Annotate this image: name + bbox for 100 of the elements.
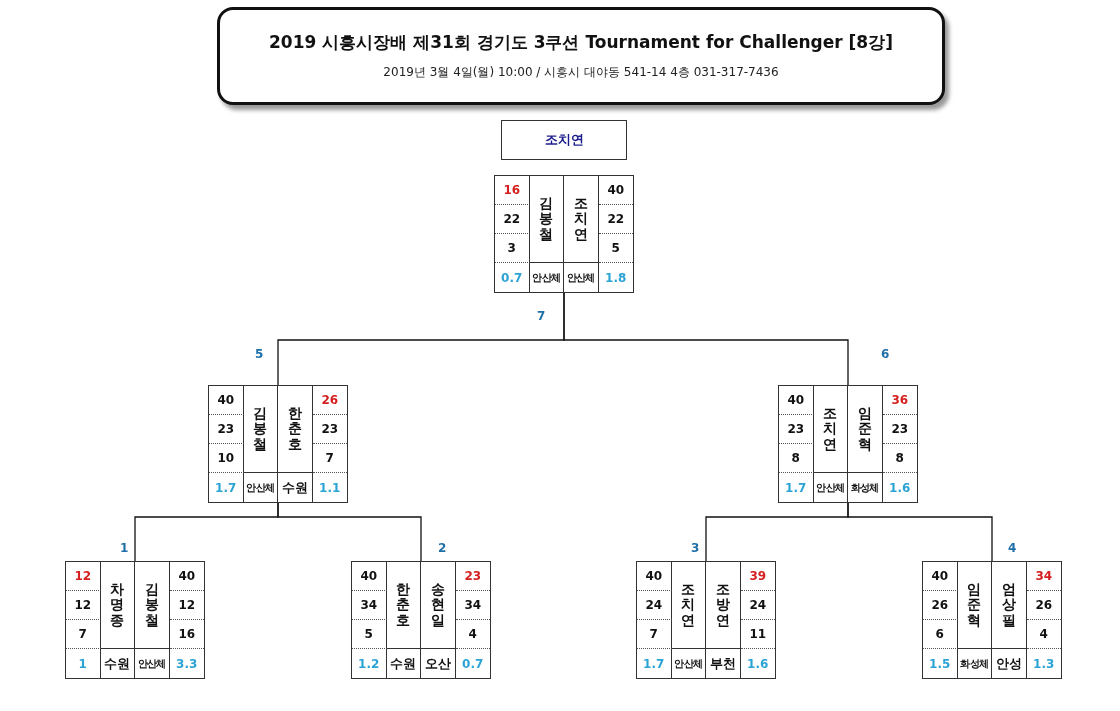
score-cell: 3 (495, 234, 530, 263)
player-name-cell: 조치연 (671, 562, 706, 649)
match-table (636, 561, 776, 679)
club-cell: 수원 (100, 649, 135, 678)
score-cell: 23 (312, 415, 347, 444)
player-name-cell: 차명종 (100, 562, 135, 649)
club-cell: 화성체 (957, 649, 992, 678)
score-cell: 36 (882, 386, 917, 415)
club-cell: 안산체 (243, 473, 278, 502)
score-cell: 8 (882, 444, 917, 473)
player-name-cell: 임준혁 (848, 386, 883, 473)
title: 2019 시흥시장배 제31회 경기도 3쿠션 Tournament for Challenger [8강] (269, 31, 893, 54)
player-name-cell: 한춘호 (278, 386, 313, 473)
score-cell: 12 (66, 562, 101, 591)
score-cell: 12 (66, 591, 101, 620)
club-cell: 안성 (992, 649, 1027, 678)
score-cell: 6 (923, 620, 958, 649)
club-cell: 수원 (386, 649, 421, 678)
club-cell: 안산체 (529, 263, 564, 292)
average-cell-text: 0.7 (461, 655, 485, 673)
match-number: 5 (255, 347, 264, 361)
score-cell: 26 (312, 386, 347, 415)
average-cell-text: 1.3 (1032, 655, 1056, 673)
winner-box (501, 120, 627, 160)
club-cell: 부천 (706, 649, 741, 678)
match-number: 7 (537, 309, 546, 323)
score-cell: 4 (455, 620, 490, 649)
score-cell: 23 (779, 415, 814, 444)
score-cell: 5 (352, 620, 387, 649)
club-cell: 안산체 (671, 649, 706, 678)
score-cell: 39 (740, 562, 775, 591)
score-cell: 40 (923, 562, 958, 591)
score-cell: 22 (495, 205, 530, 234)
score-cell: 16 (169, 620, 204, 649)
average-cell: 0.7 (495, 263, 530, 292)
average-cell-text: 1.6 (888, 479, 912, 497)
player-name-cell: 조방연 (706, 562, 741, 649)
score-cell: 5 (598, 234, 633, 263)
average-cell: 1.2 (352, 649, 387, 678)
score-cell: 34 (455, 591, 490, 620)
player-name-cell: 조치연 (813, 386, 848, 473)
average-cell-text: 1.8 (604, 269, 628, 287)
player-name-cell: 김봉철 (243, 386, 278, 473)
average-cell: 1.7 (209, 473, 244, 502)
club-cell: 안산체 (564, 263, 599, 292)
score-cell: 11 (740, 620, 775, 649)
score-cell: 23 (209, 415, 244, 444)
bracket-line (847, 502, 993, 562)
player-name-cell: 김봉철 (135, 562, 170, 649)
score-cell: 24 (637, 591, 672, 620)
score-cell: 24 (740, 591, 775, 620)
average-cell: 1.7 (637, 649, 672, 678)
player-name-cell: 김봉철 (529, 176, 564, 263)
score-cell: 22 (598, 205, 633, 234)
score-cell: 40 (169, 562, 204, 591)
match-table (922, 561, 1062, 679)
score-cell: 34 (352, 591, 387, 620)
average-cell: 1.5 (923, 649, 958, 678)
score-cell: 23 (455, 562, 490, 591)
score-cell: 7 (66, 620, 101, 649)
score-cell: 7 (637, 620, 672, 649)
average-cell-text: 1.1 (318, 479, 342, 497)
score-cell: 40 (598, 176, 633, 205)
match-table (494, 175, 634, 293)
score-cell: 40 (779, 386, 814, 415)
score-cell: 4 (1026, 620, 1061, 649)
score-cell: 12 (169, 591, 204, 620)
match-table (208, 385, 348, 503)
winner-name: 조치연 (544, 131, 584, 149)
player-name-cell: 임준혁 (957, 562, 992, 649)
average-cell: 1 (66, 649, 101, 678)
player-name-cell: 엄상필 (992, 562, 1027, 649)
average-cell: 1.7 (779, 473, 814, 502)
match-table (778, 385, 918, 503)
score-cell: 8 (779, 444, 814, 473)
match-number: 2 (438, 541, 447, 555)
match-number: 3 (691, 541, 700, 555)
score-cell: 26 (923, 591, 958, 620)
player-name-cell: 한춘호 (386, 562, 421, 649)
score-cell: 16 (495, 176, 530, 205)
club-cell: 화성체 (848, 473, 883, 502)
club-cell: 안산체 (135, 649, 170, 678)
match-table (351, 561, 491, 679)
score-cell: 40 (637, 562, 672, 591)
score-cell: 26 (1026, 591, 1061, 620)
event-info: 2019년 3월 4일(월) 10:00 / 시흥시 대야동 541-14 4층 031-317-7436 (383, 64, 779, 81)
score-cell: 40 (209, 386, 244, 415)
player-name-cell: 송현일 (421, 562, 456, 649)
average-cell-text: 3.3 (175, 655, 199, 673)
match-number: 4 (1008, 541, 1017, 555)
match-number: 1 (120, 541, 129, 555)
player-name-cell: 조치연 (564, 176, 599, 263)
score-cell: 10 (209, 444, 244, 473)
score-cell: 23 (882, 415, 917, 444)
club-cell: 수원 (278, 473, 313, 502)
score-cell: 34 (1026, 562, 1061, 591)
club-cell: 오산 (421, 649, 456, 678)
bracket-line (277, 502, 422, 562)
score-cell: 40 (352, 562, 387, 591)
match-table (65, 561, 205, 679)
